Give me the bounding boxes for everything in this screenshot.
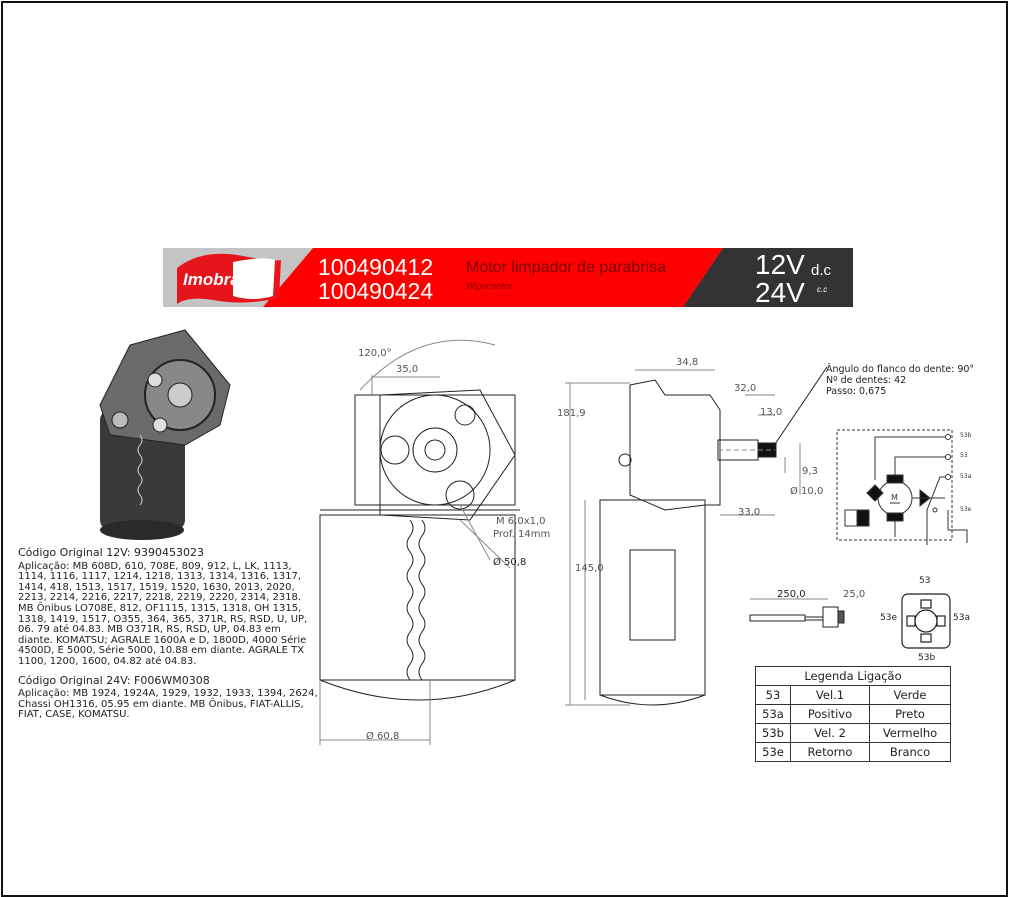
legend-function: Vel. 2: [790, 723, 870, 743]
legend-color: Preto: [869, 704, 951, 724]
connector-pin-53a: 53a: [953, 613, 970, 623]
brand-logo: Imobras: [183, 270, 250, 289]
part-code-2: 100490424: [318, 278, 434, 304]
legend-function: Positivo: [790, 704, 870, 724]
gear-note-leader: [772, 366, 828, 448]
front-view-drawing: [319, 339, 520, 745]
dim-side-13-0: 13,0: [760, 407, 783, 418]
schematic-motor-label: M: [891, 493, 898, 502]
dim-side-32-0: 32,0: [734, 383, 757, 394]
voltage-24v: 24V: [755, 277, 805, 308]
dim-connector-length: 25,0: [843, 589, 866, 600]
legend-title: Legenda Ligação: [755, 666, 951, 686]
legend-color: Branco: [869, 742, 951, 762]
connector-face-drawing: [901, 593, 951, 649]
schematic-terminal-53: 53: [960, 452, 968, 459]
original-code-12v: Código Original 12V: 9390453023: [18, 546, 205, 559]
dim-depth: Prof. 14mm: [493, 529, 551, 540]
legend-color: Vermelho: [869, 723, 951, 743]
voltage-type-dc: d.c: [811, 262, 832, 279]
dim-height-total: 181,9: [557, 408, 586, 419]
legend-terminal: 53e: [755, 742, 791, 762]
product-title: Motor limpador de parabrisa: [466, 259, 667, 276]
dim-angle: 120,0°: [358, 348, 392, 359]
connector-pin-53e: 53e: [880, 613, 897, 623]
dim-shaft-diameter: Ø 10,0: [790, 486, 824, 497]
header-background: [163, 248, 853, 307]
legend-terminal: 53: [755, 685, 791, 705]
application-12v: Aplicação: MB 608D, 610, 708E, 809, 912,…: [18, 560, 308, 667]
application-24v: Aplicação: MB 1924, 1924A, 1929, 1932, 1…: [18, 688, 318, 721]
legend-function: Retorno: [790, 742, 870, 762]
dim-gear-diameter: Ø 50,8: [493, 557, 527, 568]
connector-pin-53b: 53b: [918, 653, 936, 663]
schematic-terminal-53b: 53b: [960, 432, 972, 439]
voltage-type-cc: c.c: [817, 285, 828, 294]
schematic-terminal-53e: 53e: [960, 506, 972, 513]
dim-side-9-3: 9,3: [802, 466, 818, 477]
dim-side-34-8: 34,8: [676, 357, 699, 368]
legend-color: Verde: [869, 685, 951, 705]
dim-side-33-0: 33,0: [738, 507, 761, 518]
application-info: Código Original 12V: 9390453023 Aplicaçã…: [18, 546, 318, 726]
dim-thread: M 6,0x1,0: [496, 516, 546, 527]
gear-note: Ângulo do flanco do dente: 90° Nº de den…: [826, 364, 974, 397]
gear-pitch: Passo: 0,675: [826, 386, 887, 397]
schematic-terminal-53a: 53a: [960, 473, 972, 480]
voltage-12v: 12V: [755, 249, 805, 280]
dim-body-diameter: Ø 60,8: [366, 731, 400, 742]
connector-pin-53: 53: [919, 576, 931, 586]
original-code-24v: Código Original 24V: F006WM0308: [18, 673, 210, 687]
dim-cable-length: 250,0: [777, 589, 806, 600]
cable-drawing: [749, 598, 845, 628]
wiring-schematic: [836, 429, 968, 545]
gear-teeth-count: Nº de dentes: 42: [826, 375, 907, 386]
header-band: Imobras 100490412 100490424 Motor limpad…: [163, 248, 853, 307]
legend-terminal: 53a: [755, 704, 791, 724]
part-code-1: 100490412: [318, 254, 434, 280]
dim-width-top: 35,0: [396, 364, 419, 375]
gear-flank-angle: Ângulo do flanco do dente: 90°: [826, 364, 975, 375]
dim-height-body: 145,0: [575, 563, 604, 574]
product-subtitle: Wipermotor: [466, 281, 513, 291]
legend-function: Vel.1: [790, 685, 870, 705]
motor-3d-image: [99, 329, 231, 540]
legend-terminal: 53b: [755, 723, 791, 743]
side-view-drawing: [565, 369, 801, 706]
